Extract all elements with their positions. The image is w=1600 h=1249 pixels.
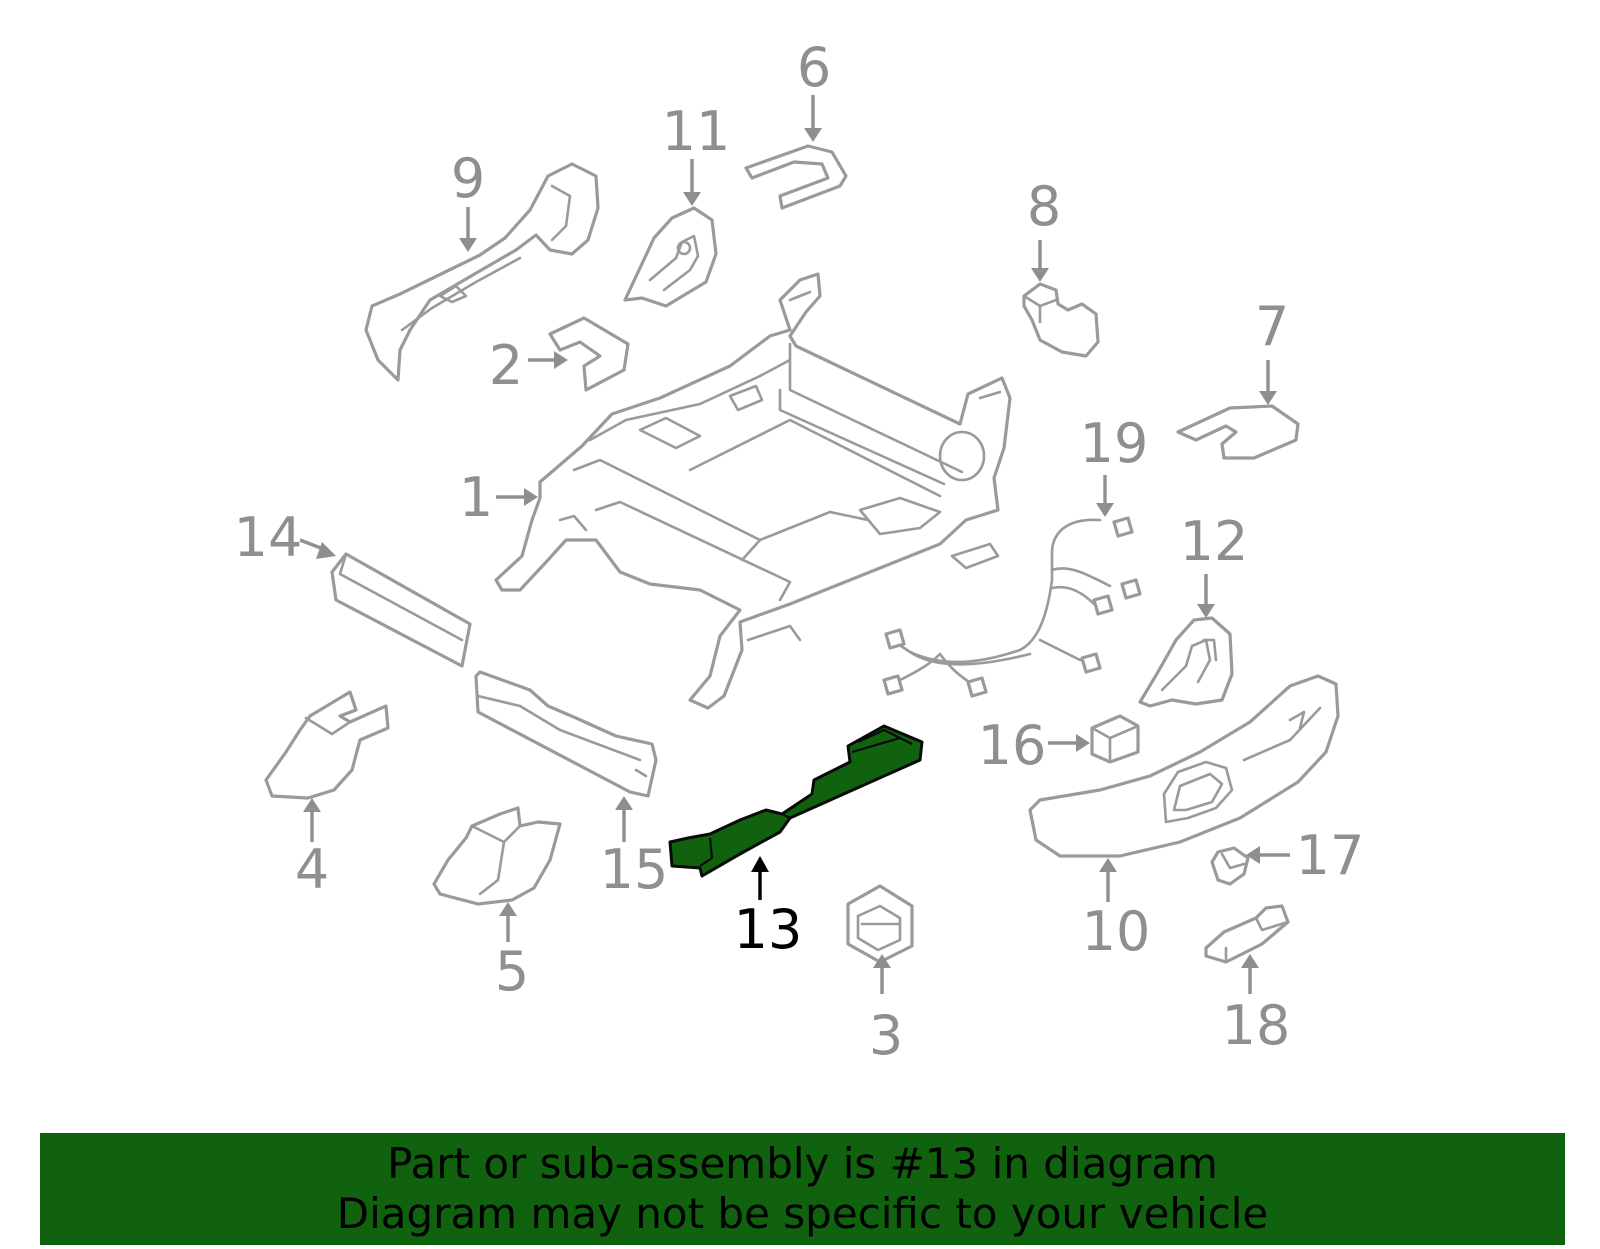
- part-13-shape: [668, 724, 924, 878]
- callout-10: 10: [1082, 900, 1151, 963]
- part-17-shape: [1210, 846, 1250, 886]
- part-9-shape: [364, 162, 600, 382]
- part-5-shape: [432, 806, 562, 906]
- callout-13: 13: [734, 898, 803, 961]
- callout-9: 9: [451, 147, 485, 210]
- part-1-shape: [494, 272, 1012, 710]
- callout-11: 11: [662, 100, 731, 163]
- info-banner: Part or sub-assembly is #13 in diagram D…: [40, 1133, 1565, 1245]
- part-10-shape: [1028, 674, 1340, 858]
- part-12-shape: [1138, 616, 1234, 708]
- banner-line-2: Diagram may not be specific to your vehi…: [336, 1189, 1269, 1238]
- part-7-shape: [1176, 404, 1300, 460]
- part-11-shape: [623, 206, 718, 308]
- seat-parts-diagram: 9 11 6 8 2 7 1 19 14 12 16 4 15 13 5 10 …: [234, 36, 1365, 1067]
- callout-8: 8: [1027, 175, 1061, 238]
- callout-7: 7: [1255, 295, 1289, 358]
- part-19-shape: [882, 516, 1142, 698]
- callout-4: 4: [295, 838, 329, 901]
- part-15-shape: [474, 670, 658, 798]
- callout-3: 3: [869, 1004, 903, 1067]
- part-6-shape: [744, 144, 848, 210]
- leader-arrows: [299, 95, 1290, 994]
- callout-1: 1: [459, 466, 493, 529]
- part-16-shape: [1090, 714, 1140, 764]
- callout-18: 18: [1222, 994, 1291, 1057]
- part-8-shape: [1022, 282, 1100, 358]
- callout-14: 14: [234, 506, 303, 569]
- part-3-shape: [846, 884, 914, 964]
- part-2-shape: [548, 316, 630, 392]
- callout-17: 17: [1296, 824, 1365, 887]
- callout-15: 15: [600, 838, 669, 901]
- callout-5: 5: [495, 940, 529, 1003]
- part-14-shape: [330, 552, 472, 668]
- part-18-shape: [1204, 904, 1290, 964]
- part-4-shape: [264, 690, 390, 800]
- callout-6: 6: [797, 36, 831, 99]
- banner-line-1: Part or sub-assembly is #13 in diagram: [387, 1139, 1218, 1188]
- callout-19: 19: [1080, 412, 1149, 475]
- callout-16: 16: [978, 714, 1047, 777]
- callout-2: 2: [489, 334, 523, 397]
- callout-12: 12: [1180, 510, 1249, 573]
